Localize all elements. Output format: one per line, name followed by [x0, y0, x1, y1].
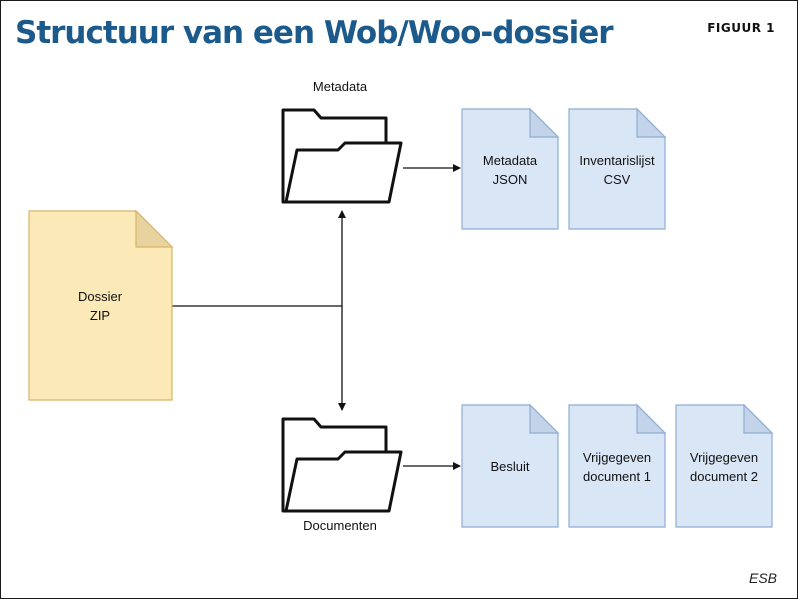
- besluit-node: Besluit: [461, 403, 560, 528]
- inventarislijst-csv-node: Inventarislijst CSV: [568, 107, 667, 230]
- connectors: [172, 164, 461, 470]
- inventarislijst-csv-label-line1: Inventarislijst: [579, 153, 655, 168]
- figure-title: Structuur van een Wob/Woo-dossier: [15, 15, 614, 51]
- figure-number: FIGUUR 1: [707, 21, 775, 35]
- file-icon: [675, 403, 774, 528]
- vrijgegeven-document-1-node: Vrijgegeven document 1: [568, 403, 667, 528]
- metadata-json-node: Metadata JSON: [461, 107, 560, 230]
- file-icon: [28, 209, 174, 401]
- file-icon: [568, 403, 667, 528]
- vrijgegeven-1-label-line2: document 1: [583, 469, 651, 484]
- source-label: ESB: [748, 570, 777, 586]
- vrijgegeven-2-label-line1: Vrijgegeven: [690, 450, 758, 465]
- file-icon: [461, 107, 560, 230]
- file-icon: [568, 107, 667, 230]
- dossier-zip-node: Dossier ZIP: [28, 209, 174, 401]
- metadata-json-label-line2: JSON: [493, 172, 528, 187]
- vrijgegeven-document-2-node: Vrijgegeven document 2: [675, 403, 774, 528]
- metadata-folder-node: Metadata: [281, 79, 403, 204]
- folder-icon: [281, 417, 403, 513]
- folder-icon: [281, 108, 403, 204]
- documenten-folder-node: Documenten: [281, 417, 403, 533]
- metadata-folder-label: Metadata: [313, 79, 368, 94]
- vrijgegeven-2-label-line2: document 2: [690, 469, 758, 484]
- inventarislijst-csv-label-line2: CSV: [604, 172, 631, 187]
- dossier-zip-label-line1: Dossier: [78, 289, 123, 304]
- documenten-folder-label: Documenten: [303, 518, 377, 533]
- metadata-json-label-line1: Metadata: [483, 153, 538, 168]
- dossier-zip-label-line2: ZIP: [90, 308, 110, 323]
- vrijgegeven-1-label-line1: Vrijgegeven: [583, 450, 651, 465]
- besluit-label: Besluit: [490, 459, 529, 474]
- file-icon: [461, 403, 560, 528]
